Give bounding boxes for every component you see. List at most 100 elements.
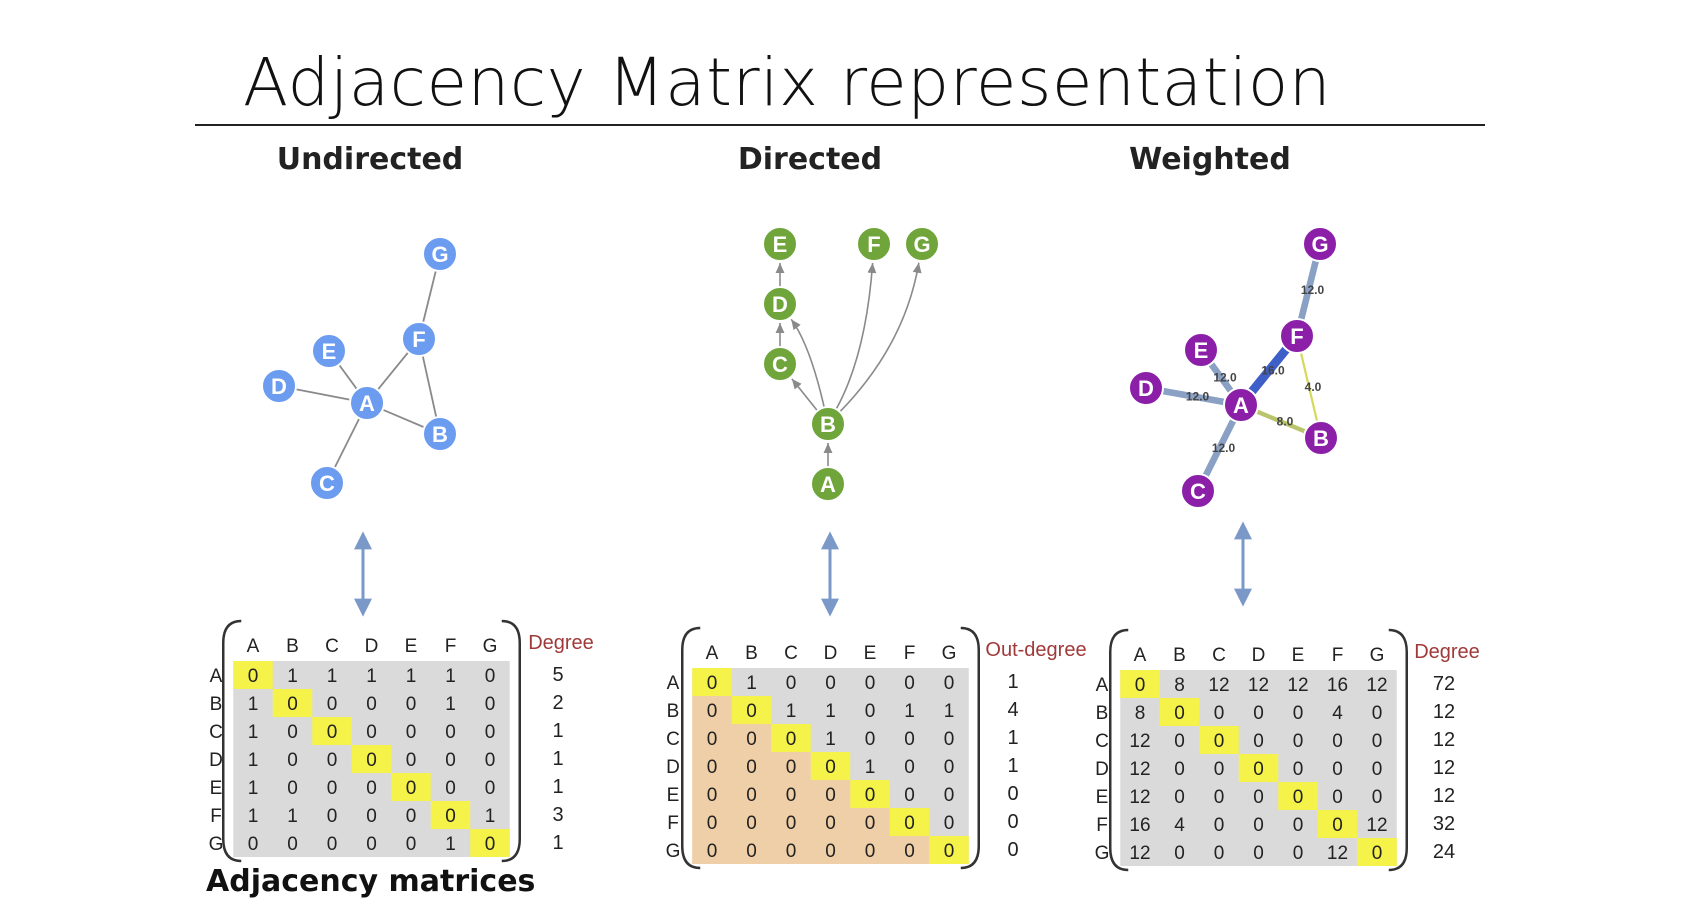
matrix-row-label: E — [210, 778, 223, 799]
matrix-lower-cell — [889, 836, 930, 864]
matrix-cell: 0 — [746, 757, 757, 778]
matrix-cell: 1 — [406, 666, 417, 687]
matrix-row-label: G — [1095, 843, 1110, 864]
matrix-cell: 8 — [1174, 675, 1185, 696]
matrix-cell: 1 — [248, 806, 259, 827]
matrix-cell: 0 — [786, 729, 797, 750]
matrix-row-label: G — [209, 834, 224, 855]
node-undirected-E: E — [311, 333, 347, 369]
matrix-col-header: G — [483, 636, 498, 657]
matrix-col-header: D — [1252, 645, 1266, 666]
edge-weight-label: 12.0 — [1212, 441, 1236, 455]
node-label: D — [772, 292, 788, 317]
matrix-cell: 0 — [904, 757, 915, 778]
matrix-cell: 1 — [485, 806, 496, 827]
degree-value: 12 — [1433, 757, 1455, 779]
matrix-cell: 0 — [1293, 787, 1304, 808]
node-weighted-F: F — [1279, 318, 1315, 354]
matrix-cell: 1 — [248, 722, 259, 743]
matrix-lower-cell — [692, 836, 732, 864]
matrix-diagonal-cell — [1357, 838, 1397, 866]
node-label: C — [772, 352, 788, 377]
matrix-cell: 1 — [904, 701, 915, 722]
matrix-cell: 0 — [865, 673, 876, 694]
matrix-diagonal-cell — [1120, 670, 1160, 698]
node-label: F — [1290, 324, 1303, 349]
matrix-diagonal-cell — [929, 836, 969, 864]
matrix-cell: 0 — [1174, 843, 1185, 864]
matrix-cell: 1 — [248, 694, 259, 715]
matrix-cell: 0 — [366, 834, 377, 855]
node-label: A — [820, 472, 836, 497]
matrix-col-header: F — [1332, 645, 1344, 666]
degree-value: 1 — [552, 720, 563, 742]
matrix-col-header: A — [247, 636, 260, 657]
matrix-cell: 0 — [1214, 759, 1225, 780]
matrix-cell: 16 — [1327, 675, 1348, 696]
matrix-cell: 0 — [1253, 843, 1264, 864]
matrix-col-header: B — [745, 643, 758, 664]
matrix-col-header: D — [824, 643, 838, 664]
matrix-cell: 1 — [327, 666, 338, 687]
matrix-cell: 0 — [1293, 843, 1304, 864]
matrix-cell: 0 — [287, 834, 298, 855]
matrix-cell: 0 — [1293, 703, 1304, 724]
matrix-cell: 12 — [1129, 787, 1150, 808]
matrix-cell: 0 — [707, 701, 718, 722]
matrix-lower-cell — [692, 808, 732, 836]
matrix-diagonal-cell — [233, 661, 273, 689]
matrix-cell: 0 — [746, 729, 757, 750]
matrix-col-header: B — [1173, 645, 1186, 666]
matrix-row-label: E — [667, 785, 680, 806]
matrix-diagonal-cell — [391, 773, 431, 801]
panel-title-undirected: Undirected — [276, 142, 464, 177]
matrix-cell: 0 — [1372, 787, 1383, 808]
matrix-lower-cell — [731, 724, 772, 752]
matrix-cell: 0 — [485, 778, 496, 799]
matrix-lower-cell — [850, 836, 890, 864]
matrix-col-header: G — [1370, 645, 1385, 666]
matrix-cell: 0 — [287, 694, 298, 715]
node-weighted-D: D — [1128, 370, 1164, 406]
degree-value: 12 — [1433, 785, 1455, 807]
matrix-diagonal-cell — [272, 689, 313, 717]
matrix-row-label: B — [1096, 703, 1109, 724]
node-undirected-C: C — [309, 465, 345, 501]
node-undirected-A: A — [349, 385, 385, 421]
matrix-cell: 0 — [327, 806, 338, 827]
matrix-cell: 0 — [944, 673, 955, 694]
matrix-cell: 0 — [904, 841, 915, 862]
matrix-cell: 12 — [1129, 731, 1150, 752]
matrix-lower-cell — [692, 696, 732, 724]
matrix-lower-cell — [810, 808, 851, 836]
node-label: C — [319, 471, 335, 496]
matrix-cell: 0 — [1214, 703, 1225, 724]
edge-weight-label: 12.0 — [1186, 390, 1210, 404]
node-weighted-G: G — [1302, 226, 1338, 262]
node-label: C — [1190, 479, 1206, 504]
slide-title: Adjacency Matrix representation — [243, 44, 1332, 121]
node-weighted-C: C — [1180, 473, 1216, 509]
node-undirected-F: F — [401, 321, 437, 357]
matrix-cell: 0 — [287, 778, 298, 799]
matrix-diagonal-cell — [351, 745, 392, 773]
matrix-cell: 0 — [485, 834, 496, 855]
matrix-cell: 0 — [904, 813, 915, 834]
matrix-col-header: D — [365, 636, 379, 657]
node-directed-B: B — [810, 406, 846, 442]
degree-value: 72 — [1433, 673, 1455, 695]
matrix-cell: 8 — [1135, 703, 1146, 724]
matrix-bracket-right — [501, 619, 521, 863]
edge-weight-label: 12.0 — [1301, 283, 1325, 297]
matrix-cell: 1 — [746, 673, 757, 694]
matrix-bracket-left — [681, 626, 701, 870]
matrix-cell: 0 — [746, 841, 757, 862]
matrix-row-label: E — [1096, 787, 1109, 808]
degree-header: Out-degree — [985, 639, 1086, 661]
matrix-bracket-left — [222, 619, 242, 863]
edge-B-G — [839, 262, 922, 413]
edge-weight-label: 4.0 — [1305, 380, 1322, 394]
degree-value: 1 — [1007, 671, 1018, 693]
